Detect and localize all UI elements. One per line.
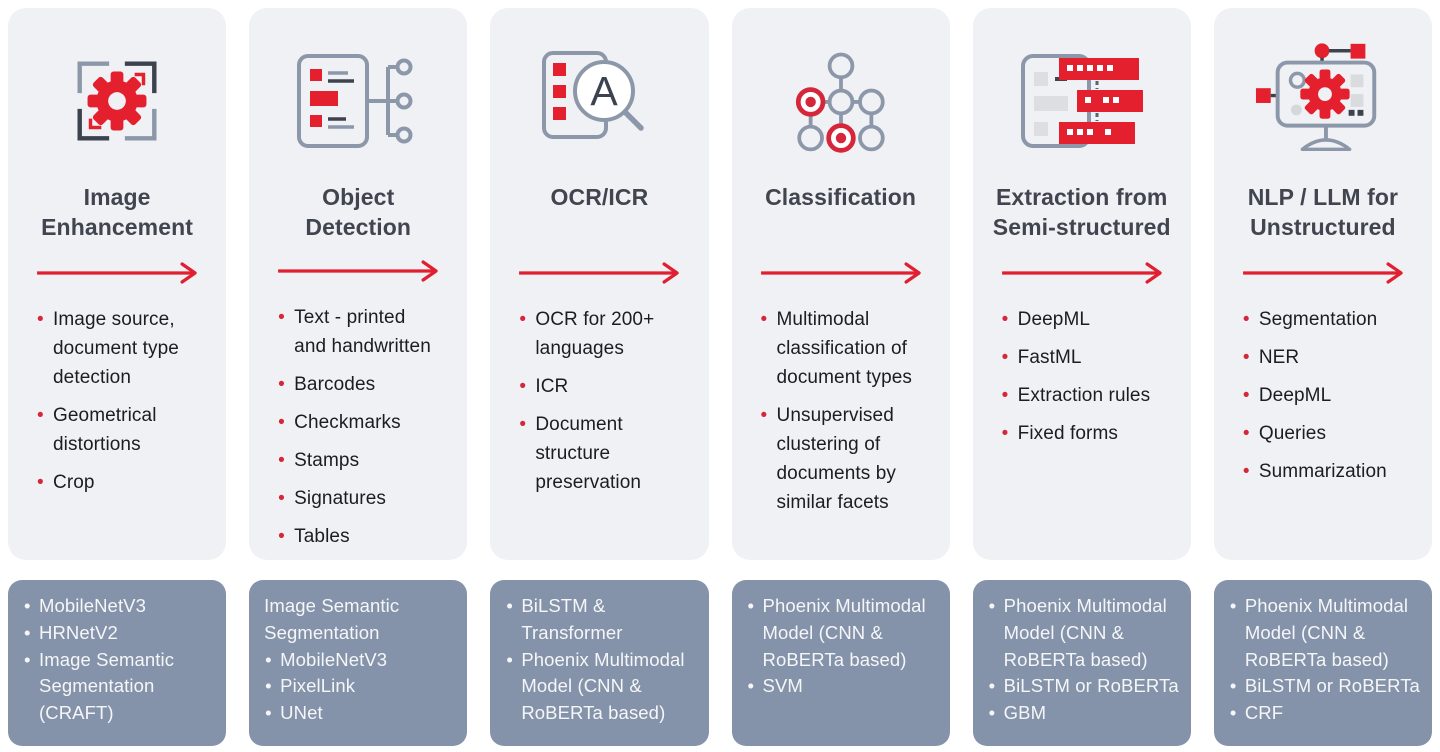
pipeline-stage-nlp-llm-unstructured: NLP / LLM for Unstructured SegmentationN…: [1213, 8, 1432, 746]
models-panel: BiLSTM & TransformerPhoenix Multimodal M…: [490, 580, 709, 746]
stage-title: NLP / LLM for Unstructured: [1247, 184, 1399, 241]
feature-item: Extraction rules: [1001, 381, 1161, 410]
model-item: Image Semantic Segmentation (CRAFT): [23, 647, 218, 727]
models-panel: Image Semantic SegmentationMobileNetV3Pi…: [249, 580, 468, 746]
monitor-gear-icon: [1214, 36, 1432, 166]
model-item: GBM: [988, 700, 1183, 727]
feature-item: DeepML: [1001, 305, 1161, 334]
feature-item: ICR: [518, 372, 678, 401]
feature-item: Checkmarks: [277, 408, 437, 437]
model-item: CRF: [1229, 700, 1424, 727]
model-item: Phoenix Multimodal Model (CNN & RoBERTa …: [988, 593, 1183, 673]
feature-item: DeepML: [1242, 381, 1402, 410]
flow-arrow-icon: [8, 262, 226, 284]
models-panel: MobileNetV3HRNetV2Image Semantic Segment…: [8, 580, 227, 746]
models-panel: Phoenix Multimodal Model (CNN & RoBERTa …: [1213, 580, 1432, 746]
model-item: BiLSTM or RoBERTa: [1229, 673, 1424, 700]
model-item: Phoenix Multimodal Model (CNN & RoBERTa …: [1229, 593, 1424, 673]
feature-item: Multimodal classification of document ty…: [760, 305, 920, 392]
model-list: MobileNetV3HRNetV2Image Semantic Segment…: [23, 593, 218, 727]
model-item: SVM: [747, 673, 942, 700]
feature-item: Barcodes: [277, 370, 437, 399]
model-item: BiLSTM & Transformer: [505, 593, 700, 647]
flow-arrow-icon: [1214, 262, 1432, 284]
svg-text:A: A: [591, 68, 619, 114]
pipeline-stage-classification: Classification Multimodal classification…: [731, 8, 950, 746]
model-item: Phoenix Multimodal Model (CNN & RoBERTa …: [505, 647, 700, 727]
pipeline-stage-ocr-icr: A OCR/ICR OCR for 200+ languagesICR Docum…: [490, 8, 709, 746]
stage-card: NLP / LLM for Unstructured SegmentationN…: [1213, 8, 1432, 560]
feature-list: Text - printed and handwrittenBarcodesCh…: [249, 303, 467, 560]
stage-card: Classification Multimodal classification…: [731, 8, 950, 560]
nodes-graph-icon: [732, 36, 950, 166]
feature-item: FastML: [1001, 343, 1161, 372]
feature-list: Image source, document type detectionGeo…: [8, 305, 226, 506]
pipeline-stage-image-enhancement: Image Enhancement Image source, document…: [8, 8, 227, 746]
flow-arrow-icon: [249, 259, 467, 282]
stage-title: Object Detection: [305, 184, 412, 241]
stage-card: A OCR/ICR OCR for 200+ languagesICR Docum…: [490, 8, 709, 560]
model-item: PixelLink: [264, 673, 459, 700]
model-list: Image Semantic SegmentationMobileNetV3Pi…: [264, 593, 459, 727]
model-list: Phoenix Multimodal Model (CNN & RoBERTa …: [1229, 593, 1424, 727]
models-panel: Phoenix Multimodal Model (CNN & RoBERTa …: [972, 580, 1191, 746]
stage-title: OCR/ICR: [550, 184, 649, 210]
feature-item: Summarization: [1242, 457, 1402, 486]
model-item: HRNetV2: [23, 620, 218, 647]
feature-list: DeepML FastML Extraction rulesFixed forms: [973, 305, 1191, 457]
pipeline-stage-extraction-semi-structured: Extraction from Semi-structured DeepML Fa…: [972, 8, 1191, 746]
model-item: MobileNetV3: [264, 647, 459, 674]
feature-item: Tables: [277, 522, 437, 551]
model-item: BiLSTM or RoBERTa: [988, 673, 1183, 700]
feature-item: Unsupervised clustering of documents by …: [760, 401, 920, 517]
feature-item: Signatures: [277, 484, 437, 513]
feature-item: Geometrical distortions: [36, 401, 196, 459]
feature-item: NER: [1242, 343, 1402, 372]
feature-item: Segmentation: [1242, 305, 1402, 334]
model-item: MobileNetV3: [23, 593, 218, 620]
flow-arrow-icon: [732, 262, 950, 284]
flow-arrow-icon: [490, 262, 708, 284]
crop-frame-gear-icon: [8, 36, 226, 166]
model-item: Phoenix Multimodal Model (CNN & RoBERTa …: [747, 593, 942, 673]
models-panel: Phoenix Multimodal Model (CNN & RoBERTa …: [731, 580, 950, 746]
stage-card: Extraction from Semi-structured DeepML Fa…: [972, 8, 1191, 560]
feature-item: Document structure preservation: [518, 410, 678, 497]
feature-list: Multimodal classification of document ty…: [732, 305, 950, 526]
feature-item: Crop: [36, 468, 196, 497]
model-item: Image Semantic Segmentation: [264, 595, 400, 643]
feature-item: Stamps: [277, 446, 437, 475]
feature-item: Queries: [1242, 419, 1402, 448]
stage-card: Object Detection Text - printed and hand…: [249, 8, 468, 560]
document-magnifier-icon: A: [490, 36, 708, 166]
feature-item: Image source, document type detection: [36, 305, 196, 392]
feature-list: OCR for 200+ languagesICR Document struct…: [490, 305, 708, 506]
pipeline-stage-object-detection: Object Detection Text - printed and hand…: [249, 8, 468, 746]
flow-arrow-icon: [973, 262, 1191, 284]
model-list: Phoenix Multimodal Model (CNN & RoBERTa …: [747, 593, 942, 700]
stage-title: Extraction from Semi-structured: [992, 184, 1171, 241]
feature-item: OCR for 200+ languages: [518, 305, 678, 363]
model-list: Phoenix Multimodal Model (CNN & RoBERTa …: [988, 593, 1183, 727]
stage-card: Image Enhancement Image source, document…: [8, 8, 227, 560]
feature-item: Fixed forms: [1001, 419, 1161, 448]
model-list: BiLSTM & TransformerPhoenix Multimodal M…: [505, 593, 700, 727]
stage-title: Classification: [765, 184, 917, 210]
stage-title: Image Enhancement: [41, 184, 194, 241]
model-item: UNet: [264, 700, 459, 727]
feature-item: Text - printed and handwritten: [277, 303, 437, 361]
document-extraction-icon: [973, 36, 1191, 166]
feature-list: SegmentationNER DeepML QueriesSummarizatio…: [1214, 305, 1432, 495]
document-list-tree-icon: [249, 36, 467, 166]
